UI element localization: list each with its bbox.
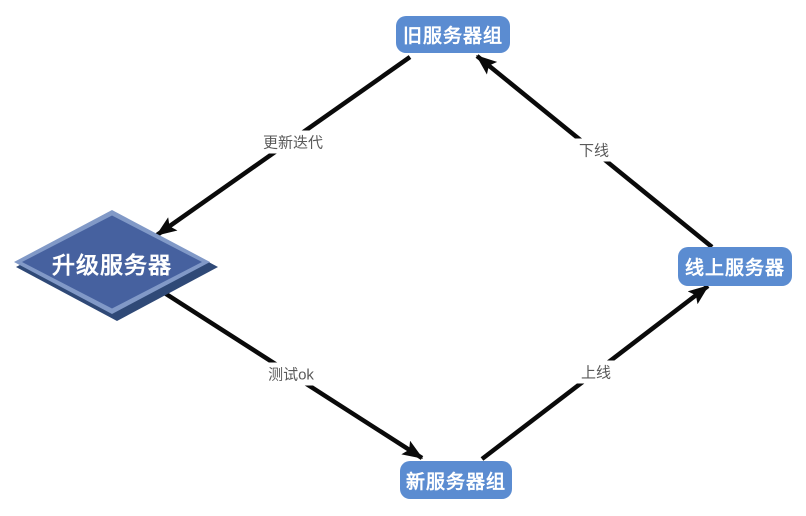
node-new-server-group: 新服务器组 [400, 461, 512, 499]
edge-label-update-iterate: 更新迭代 [258, 130, 328, 154]
node-new-server-group-label: 新服务器组 [405, 471, 506, 493]
node-old-server-group: 旧服务器组 [396, 16, 510, 53]
edge-label-test-ok: 测试ok [264, 362, 318, 386]
node-upgrade-server-label: 升级服务器 [52, 252, 172, 278]
node-old-server-group-label: 旧服务器组 [402, 26, 503, 47]
diamond-fill-shape [22, 215, 202, 309]
node-online-server-label: 线上服务器 [684, 258, 785, 279]
node-online-server: 线上服务器 [678, 247, 792, 286]
edge-label-go-online: 上线 [576, 360, 616, 384]
edge-label-go-offline: 下线 [574, 138, 614, 162]
